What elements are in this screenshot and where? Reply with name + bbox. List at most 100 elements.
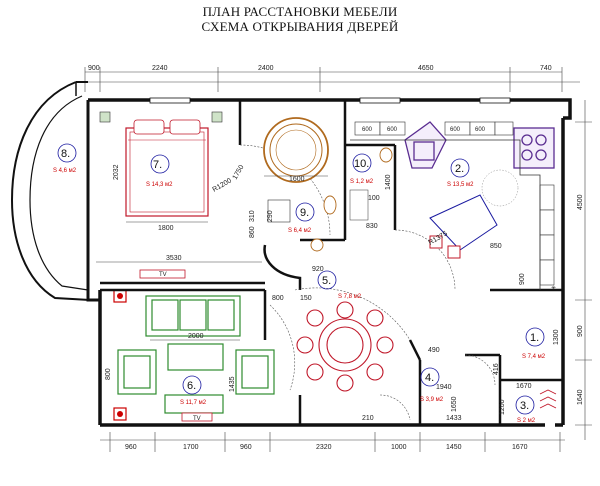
room-3-marker xyxy=(515,395,535,415)
room-9-number: 9. xyxy=(300,207,309,219)
window-marks xyxy=(149,97,511,104)
room-4-area: S 3,9 м2 xyxy=(420,397,444,403)
kitchen-table xyxy=(429,169,519,259)
dim-bottom-1700: 1700 xyxy=(183,444,199,451)
dimension-chain-right xyxy=(575,100,592,440)
room-5-area: S 7,8 м2 xyxy=(338,294,362,300)
room-7-number: 7. xyxy=(153,159,162,171)
dim-1800: 1800 xyxy=(158,225,174,232)
dim-1200: 1200 xyxy=(499,399,506,415)
dim-100: 100 xyxy=(368,195,380,202)
kitchen-counter xyxy=(350,139,541,290)
wc-room-fixtures xyxy=(349,147,393,221)
room-2-marker xyxy=(450,158,470,178)
dim-right-4500: 4500 xyxy=(577,194,584,210)
bathroom-fixtures xyxy=(267,195,337,252)
living-sofa xyxy=(117,295,275,414)
dim-bottom-1670: 1670 xyxy=(512,444,528,451)
internal-walls xyxy=(100,100,563,425)
dim-1435: 1435 xyxy=(229,376,236,392)
room-3-area: S 2 м2 xyxy=(517,418,536,424)
dining-set xyxy=(296,301,394,392)
room-2-number: 2. xyxy=(455,163,464,175)
tv-units xyxy=(139,269,213,422)
dim-150: 150 xyxy=(300,295,312,302)
kitchen-cabinets xyxy=(354,121,555,286)
room-8-marker xyxy=(57,143,77,163)
dim-900-kitchen: 900 xyxy=(519,273,526,285)
dim-850: 850 xyxy=(490,243,502,250)
cabinet-600c: 600 xyxy=(450,127,461,133)
dim-1433: 1433 xyxy=(446,415,462,422)
dim-860: 860 xyxy=(249,226,256,238)
dim-bottom-2320: 2320 xyxy=(316,444,332,451)
dim-310: 310 xyxy=(249,210,256,222)
dim-3530: 3530 xyxy=(166,255,182,262)
dim-top-4650: 4650 xyxy=(418,65,434,72)
dim-bottom-1450: 1450 xyxy=(446,444,462,451)
bed xyxy=(125,119,209,217)
dim-top-740: 740 xyxy=(540,65,552,72)
room-6-number: 6. xyxy=(187,380,196,392)
room-4-number: 4. xyxy=(425,372,434,384)
dim-1670-inner: 1670 xyxy=(516,383,532,390)
dim-1750: 1750 xyxy=(232,164,246,181)
plan-title-line1: ПЛАН РАССТАНОВКИ МЕБЕЛИ xyxy=(202,4,398,19)
dim-290: 290 xyxy=(267,210,274,222)
room-2-area: S 13,5 м2 xyxy=(447,182,474,188)
hangers xyxy=(539,389,557,409)
kitchen-hob xyxy=(513,127,555,169)
dim-right-900: 900 xyxy=(577,325,584,337)
dim-920: 920 xyxy=(312,266,324,273)
dim-2000: 2000 xyxy=(188,333,204,340)
dim-830: 830 xyxy=(366,223,378,230)
dimension-chain-top xyxy=(75,67,580,92)
cabinet-600d: 600 xyxy=(475,127,486,133)
room-10-marker xyxy=(352,153,372,173)
dim-top-2400: 2400 xyxy=(258,65,274,72)
dim-416: 416 xyxy=(493,363,500,375)
plan-title-line2: СХЕМА ОТКРЫВАНИЯ ДВЕРЕЙ xyxy=(201,19,399,34)
room-8-area: S 4,6 м2 xyxy=(53,168,77,174)
dim-1650: 1650 xyxy=(451,396,458,412)
dim-1400: 1400 xyxy=(385,174,392,190)
tv-label-top: TV xyxy=(159,272,167,278)
room-9-area: S 6,4 м2 xyxy=(288,228,312,234)
dim-800c: 800 xyxy=(105,368,112,380)
round-bathtub xyxy=(263,117,329,183)
cabinet-600a: 600 xyxy=(362,127,373,133)
dim-bottom-960a: 960 xyxy=(125,444,137,451)
room-1-marker xyxy=(525,327,545,347)
dim-top-2240: 2240 xyxy=(152,65,168,72)
column-marks xyxy=(99,111,223,421)
room-6-marker xyxy=(182,375,202,395)
room-1-number: 1. xyxy=(530,332,539,344)
room-3-number: 3. xyxy=(520,400,529,412)
dim-1300: 1300 xyxy=(553,329,560,345)
room-6-area: S 11,7 м2 xyxy=(180,400,207,406)
dim-right-1640: 1640 xyxy=(577,389,584,405)
room-5-number: 5. xyxy=(322,275,331,287)
dim-490: 490 xyxy=(428,347,440,354)
room-10-area: S 1,2 м2 xyxy=(350,179,374,185)
room-9-marker xyxy=(295,202,315,222)
room-8-number: 8. xyxy=(61,148,70,160)
dim-800b: 800 xyxy=(272,295,284,302)
dim-2032: 2032 xyxy=(113,164,120,180)
tv-label-bottom: TV xyxy=(193,416,201,422)
dim-top-900: 900 xyxy=(88,65,100,72)
dim-bottom-960b: 960 xyxy=(240,444,252,451)
dim-210: 210 xyxy=(362,415,374,422)
room-10-number: 10. xyxy=(354,158,369,170)
room-7-marker xyxy=(150,154,170,174)
outer-walls xyxy=(10,81,572,427)
dimension-chain-bottom xyxy=(100,432,565,452)
room-5-marker xyxy=(317,270,337,290)
room-1-area: S 7,4 м2 xyxy=(522,354,546,360)
dim-bottom-1000: 1000 xyxy=(391,444,407,451)
dim-r1200: R1200 xyxy=(212,177,233,193)
compass-mark: ✳ xyxy=(551,285,556,292)
dim-1940: 1940 xyxy=(436,384,452,391)
cabinet-600b: 600 xyxy=(387,127,398,133)
